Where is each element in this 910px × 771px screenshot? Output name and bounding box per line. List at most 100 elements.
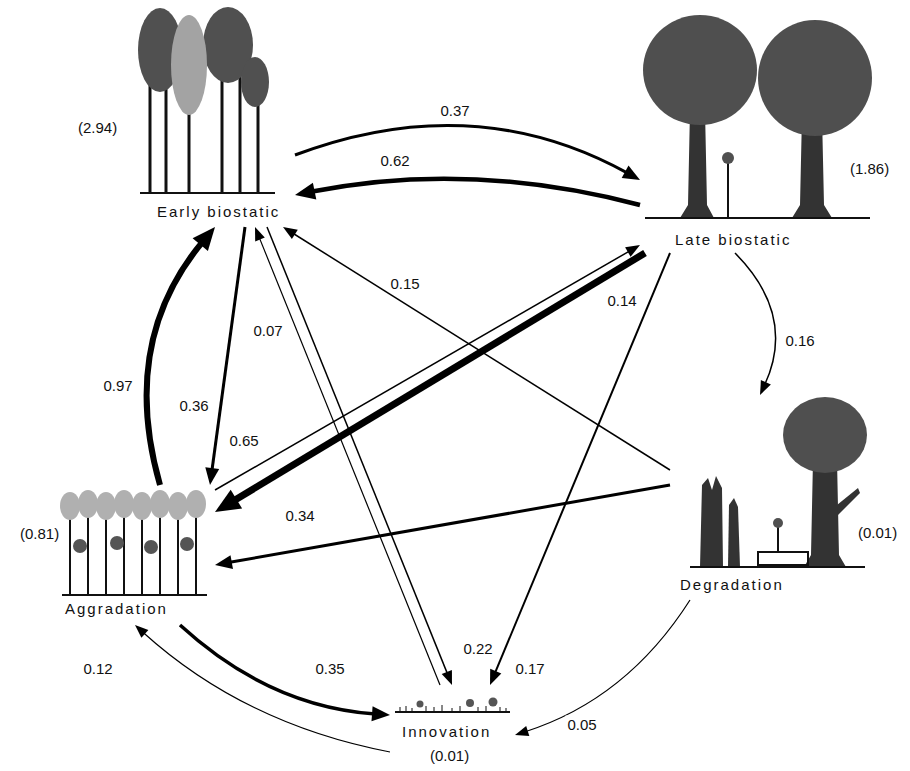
tree-trunk xyxy=(165,80,168,193)
early-biostatic-trees xyxy=(138,7,275,194)
understory-crown xyxy=(73,539,87,553)
transition-arrow xyxy=(267,227,452,685)
phase-value: (0.01) xyxy=(430,747,469,765)
broken-branch xyxy=(837,488,860,515)
seedling-crown xyxy=(466,699,474,707)
transition-arrow xyxy=(135,625,390,752)
arrow-head xyxy=(515,726,529,736)
phase-value: (0.01) xyxy=(858,524,897,542)
transition-probability: 0.34 xyxy=(283,507,316,524)
phase-name: Aggradation xyxy=(65,600,168,618)
forest-phase-node: Aggradation (0.81) xyxy=(18,485,215,625)
ground-line xyxy=(690,566,865,568)
transition-arrow xyxy=(147,227,215,485)
tree-trunk xyxy=(105,510,107,595)
arrow-head xyxy=(255,227,265,241)
ground-line xyxy=(62,594,207,596)
transition-line xyxy=(147,241,204,485)
transition-line xyxy=(525,600,690,732)
tree-trunk xyxy=(159,510,161,595)
sapling-stem xyxy=(727,162,729,218)
transition-arrow xyxy=(295,125,640,180)
late-biostatic-trees xyxy=(643,15,872,219)
seedlings xyxy=(400,705,506,711)
tree-trunk xyxy=(804,460,846,567)
arrow-head xyxy=(295,183,316,200)
phase-value: (2.94) xyxy=(78,119,117,137)
transition-line xyxy=(495,253,670,674)
tree-crown xyxy=(78,490,98,518)
ground-line xyxy=(395,711,510,713)
arrow-head xyxy=(625,245,640,257)
transition-arrow xyxy=(295,179,640,205)
phase-name: Degradation xyxy=(680,576,784,594)
tree-crown xyxy=(241,57,269,107)
phase-value: (1.86) xyxy=(850,160,889,178)
tree-trunk xyxy=(257,95,260,193)
understory-crown xyxy=(180,537,194,551)
arrow-head xyxy=(215,490,242,512)
phase-name: Late biostatic xyxy=(675,231,791,249)
transition-probability: 0.07 xyxy=(251,322,284,339)
tree-trunk xyxy=(141,510,143,595)
sapling-crown xyxy=(773,518,783,528)
transition-arrow xyxy=(215,245,640,490)
transition-line xyxy=(215,251,630,490)
sapling-crown xyxy=(722,152,734,164)
sapling-stem xyxy=(777,527,779,552)
forest-phase-node: Innovation (0.01) xyxy=(390,685,515,768)
arrow-head xyxy=(622,166,640,180)
ground-line xyxy=(140,192,275,194)
ground-line xyxy=(645,217,870,219)
forest-phase-node: Late biostatic (1.86) xyxy=(640,15,902,253)
tree-trunk xyxy=(239,75,242,193)
phase-name: Innovation xyxy=(402,723,491,741)
transition-probability: 0.15 xyxy=(388,275,421,292)
transition-line xyxy=(293,233,671,470)
understory-crown xyxy=(110,536,124,550)
arrow-head xyxy=(372,706,391,721)
transition-line xyxy=(267,227,448,675)
arrow-head xyxy=(490,669,501,685)
transition-line xyxy=(259,237,440,685)
tree-trunk xyxy=(87,510,89,595)
tree-crown xyxy=(168,492,188,520)
tree-trunk xyxy=(123,510,125,595)
transition-line xyxy=(228,485,670,563)
tree-crown xyxy=(114,490,134,518)
seedling-crown xyxy=(417,701,424,708)
transition-probability: 0.35 xyxy=(313,660,346,677)
seedling-crown xyxy=(489,698,498,707)
arrow-head xyxy=(135,625,148,638)
transition-line xyxy=(735,253,776,385)
aggradation-trees xyxy=(60,490,207,596)
transition-probability: 0.05 xyxy=(565,716,598,733)
arrow-head xyxy=(205,467,219,485)
transition-probability: 0.17 xyxy=(513,660,546,677)
transition-line xyxy=(311,179,640,205)
transition-probability: 0.65 xyxy=(227,432,260,449)
tree-trunk xyxy=(69,510,71,595)
transition-probability: 0.12 xyxy=(81,660,114,677)
fallen-log xyxy=(758,552,808,565)
transition-arrow xyxy=(255,227,440,685)
transition-line xyxy=(232,253,645,502)
transition-probability: 0.36 xyxy=(177,397,210,414)
phase-value: (0.81) xyxy=(20,525,59,543)
transition-probability: 0.16 xyxy=(783,332,816,349)
transition-arrow xyxy=(490,253,670,685)
tree-crown xyxy=(783,397,867,473)
tree-crown xyxy=(758,20,872,136)
transition-arrow xyxy=(180,625,390,721)
transition-arrow xyxy=(215,485,670,569)
transition-line xyxy=(180,625,376,714)
transition-probability: 0.62 xyxy=(378,152,411,169)
tree-crown xyxy=(60,492,80,520)
transition-arrow xyxy=(283,227,670,470)
degradation-trees xyxy=(690,397,867,568)
forest-phase-node: Early biostatic(2.94) xyxy=(75,5,295,227)
tree-crown xyxy=(150,490,170,518)
snag xyxy=(700,476,723,567)
transition-arrow xyxy=(215,253,645,512)
